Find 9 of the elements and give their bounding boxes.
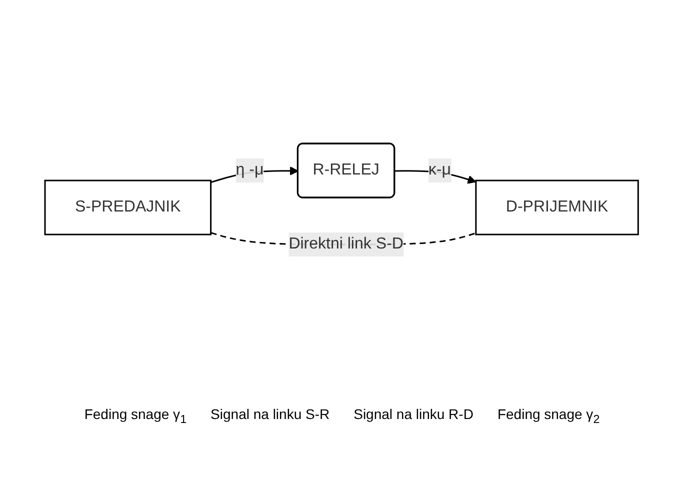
- edge-label: κ-μ: [428, 162, 452, 178]
- edge-label: Direktni link S-D: [289, 236, 404, 252]
- node-box: S-PREDAJNIK: [44, 180, 212, 236]
- edge-label: η -μ: [236, 162, 264, 178]
- note-text: Feding snage γ$_{1}$: [84, 406, 187, 426]
- note-text: Signal na linku S-R: [210, 406, 330, 424]
- note-text: Signal na linku R-D: [354, 406, 474, 424]
- node-box: D-PRIJEMNIK: [476, 180, 640, 236]
- note-text: Feding snage γ$_{2}$: [497, 406, 600, 426]
